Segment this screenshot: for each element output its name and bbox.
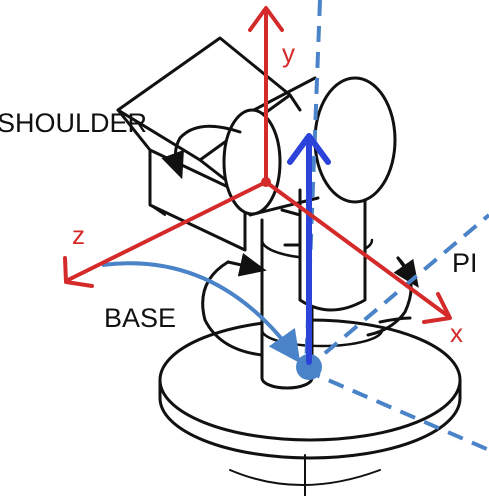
x-axis-arrowhead (422, 292, 452, 324)
base-rotation-arrow (201, 253, 267, 357)
diagonal-dashed-axis-up (303, 213, 489, 372)
diagonal-dashed-axis-down (304, 368, 489, 452)
pitch-label: PI (452, 248, 478, 278)
z-to-origin-curve (101, 261, 301, 364)
axis-z-label: z (72, 220, 85, 250)
pitch-rotation-arrow (366, 256, 419, 337)
shoulder-label: SHOULDER (0, 108, 147, 138)
z-axis-line (66, 180, 268, 282)
y-axis-arrowhead (248, 6, 284, 32)
shoulder-rotation-arrow (161, 124, 242, 180)
up-vector (287, 133, 331, 365)
vertical-dashed-axis (304, 0, 322, 371)
base-label: BASE (104, 303, 176, 333)
origin-point (296, 354, 322, 380)
axis-y-label: y (282, 38, 295, 68)
x-axis-line (264, 180, 450, 318)
upper-column (298, 178, 367, 312)
axis-x-label: x (450, 318, 463, 348)
frame-origin (261, 177, 271, 187)
red-frame-axes (63, 6, 452, 324)
z-axis-arrowhead (63, 256, 94, 288)
dashed-axes (303, 0, 489, 452)
